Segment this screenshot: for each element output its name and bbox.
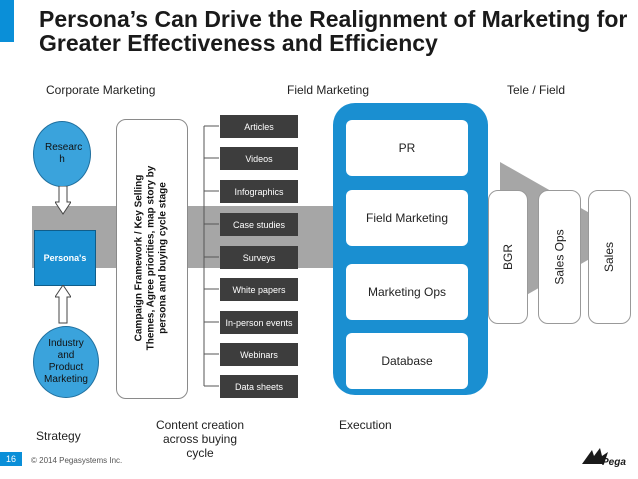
pega-logo-text: Pega (602, 457, 626, 468)
execution-item-field-marketing: Field Marketing (346, 190, 468, 246)
content-item-case-studies: Case studies (220, 213, 298, 236)
header-tele-field: Tele / Field (507, 83, 566, 97)
header-corporate-marketing: Corporate Marketing (46, 83, 156, 97)
execution-item-marketing-ops: Marketing Ops (346, 264, 468, 320)
content-item-surveys: Surveys (220, 246, 298, 269)
tele-item-bgr: BGR (488, 190, 528, 324)
personas-box: Persona's (34, 230, 96, 286)
pega-logo-icon (582, 448, 608, 464)
tele-item-sales-ops-label: Sales Ops (552, 229, 567, 285)
industry-product-marketing-label: Industry and Product Marketing (44, 338, 88, 385)
tele-item-sales-label: Sales (602, 241, 617, 273)
campaign-framework-box (116, 119, 188, 399)
copyright-text: © 2014 Pegasystems Inc. (31, 456, 123, 465)
page-number: 16 (0, 452, 22, 466)
strategy-label: Strategy (36, 429, 81, 443)
industry-product-marketing-circle: Industry and Product Marketing (33, 326, 99, 398)
title-accent-bar (0, 0, 14, 42)
pega-logo: Pega (578, 444, 628, 472)
header-field-marketing: Field Marketing (287, 83, 370, 97)
content-item-data-sheets: Data sheets (220, 375, 298, 398)
content-item-in-person-events: In-person events (220, 311, 298, 334)
execution-label: Execution (339, 418, 392, 432)
research-label: Researc h (45, 142, 83, 165)
up-arrow-icon (55, 285, 71, 324)
content-item-infographics: Infographics (220, 180, 298, 203)
content-item-white-papers: White papers (220, 278, 298, 301)
execution-item-database: Database (346, 333, 468, 389)
tele-item-bgr-label: BGR (500, 243, 515, 271)
execution-item-pr: PR (346, 120, 468, 176)
content-creation-label: Content creation across buying cycle (155, 418, 245, 460)
down-arrow-icon (55, 186, 71, 215)
slide-title: Persona’s Can Drive the Realignment of M… (39, 6, 628, 56)
content-item-webinars: Webinars (220, 343, 298, 366)
content-item-videos: Videos (220, 147, 298, 170)
research-circle: Researc h (33, 121, 91, 187)
content-item-articles: Articles (220, 115, 298, 138)
tele-item-sales: Sales (588, 190, 631, 324)
tele-item-sales-ops: Sales Ops (538, 190, 581, 324)
